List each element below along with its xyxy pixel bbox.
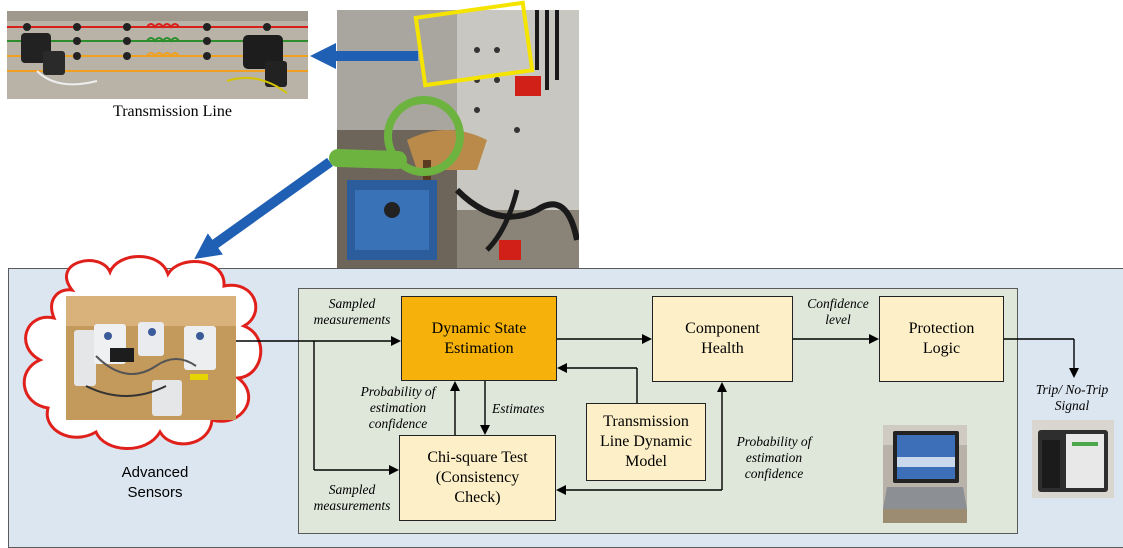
probability-label-right: Probability of estimation confidence bbox=[736, 434, 812, 481]
protection-relay-photo bbox=[1032, 420, 1114, 498]
estimates-label: Estimates bbox=[492, 401, 545, 416]
transmission-line-caption: Transmission Line bbox=[113, 103, 232, 120]
advanced-sensors-caption: Advanced Sensors bbox=[121, 464, 189, 501]
transmission-line-photo bbox=[7, 11, 308, 99]
dynamic-state-estimation-block: Dynamic State Estimation bbox=[401, 296, 557, 381]
transmission-line-model-block: Transmission Line Dynamic Model bbox=[586, 403, 706, 481]
chi-square-test-block: Chi-square Test (Consistency Check) bbox=[399, 435, 556, 521]
protection-logic-block: Protection Logic bbox=[879, 296, 1004, 382]
component-health-block: Component Health bbox=[652, 296, 793, 382]
probability-label-left: Probability of estimation confidence bbox=[360, 384, 436, 431]
trip-signal-label: Trip/ No-Trip Signal bbox=[1035, 382, 1109, 413]
sensors-photo bbox=[66, 296, 236, 420]
laptop-photo bbox=[883, 425, 967, 523]
sampled-measurements-label-top: Sampled measurements bbox=[313, 296, 391, 327]
sampled-measurements-label-bottom: Sampled measurements bbox=[313, 482, 391, 513]
confidence-level-label: Confidence level bbox=[807, 296, 869, 327]
